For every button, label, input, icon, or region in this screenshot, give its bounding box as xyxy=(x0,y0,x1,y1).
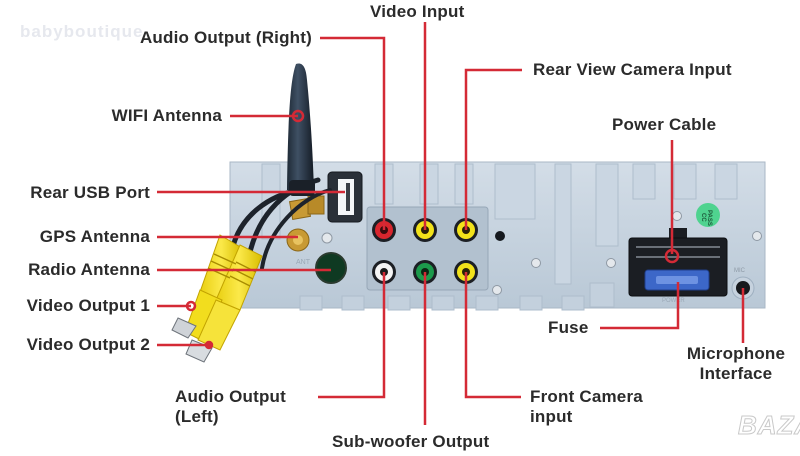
mic-label: MIC xyxy=(734,268,746,274)
cc-pass-sticker: CC PASS xyxy=(696,203,720,227)
label-video-input: Video Input xyxy=(370,2,465,21)
pass-label: PASS xyxy=(706,210,712,226)
marker-wifi xyxy=(291,109,305,123)
panel-hole xyxy=(495,231,505,241)
label-microphone-line1: Microphone xyxy=(686,344,786,363)
label-audio-left-line1: Audio Output xyxy=(175,387,286,406)
label-video-output-2: Video Output 2 xyxy=(26,335,150,354)
radio-antenna-port: ANT xyxy=(296,252,347,284)
label-audio-output-left: Audio Output (Left) xyxy=(175,387,286,427)
wifi-antenna xyxy=(287,63,315,196)
video-output-plugs xyxy=(171,234,263,363)
label-rear-usb-port: Rear USB Port xyxy=(30,183,150,202)
watermark-top: babyboutique xyxy=(20,22,144,41)
label-front-camera-input: Front Camera input xyxy=(530,387,643,427)
leader-fuse xyxy=(600,282,680,330)
callout-markers xyxy=(185,109,680,350)
label-video-output-1: Video Output 1 xyxy=(26,296,150,315)
leader-rear-camera xyxy=(464,68,522,230)
label-fuse: Fuse xyxy=(548,318,589,337)
ant-label: ANT xyxy=(296,259,311,266)
leader-lines xyxy=(157,22,745,425)
marker-video-out-2 xyxy=(204,340,214,350)
label-radio-antenna: Radio Antenna xyxy=(28,260,150,279)
label-gps-antenna: GPS Antenna xyxy=(39,227,150,246)
marker-video-out-1 xyxy=(185,300,197,312)
label-subwoofer-output: Sub-woofer Output xyxy=(332,432,490,451)
usb-port xyxy=(327,171,363,223)
leader-audio-left xyxy=(318,272,386,399)
label-front-camera-line2: input xyxy=(530,407,573,426)
label-front-camera-line1: Front Camera xyxy=(530,387,643,406)
cc-label: CC xyxy=(700,213,706,222)
label-audio-output-right: Audio Output (Right) xyxy=(139,28,312,47)
label-rear-view-camera-input: Rear View Camera Input xyxy=(533,60,732,79)
leader-audio-right xyxy=(320,36,386,230)
label-microphone-interface: Microphone Interface xyxy=(672,344,800,384)
label-microphone-line2: Interface xyxy=(699,364,773,383)
label-audio-left-line2: (Left) xyxy=(175,407,219,426)
label-power-cable: Power Cable xyxy=(612,115,717,134)
watermark-bazar: BAZAR xyxy=(738,410,800,441)
label-wifi-antenna: WIFI Antenna xyxy=(111,106,222,125)
leader-front-camera xyxy=(464,272,521,399)
power-label: POWER xyxy=(662,298,685,304)
marker-power xyxy=(664,248,680,264)
